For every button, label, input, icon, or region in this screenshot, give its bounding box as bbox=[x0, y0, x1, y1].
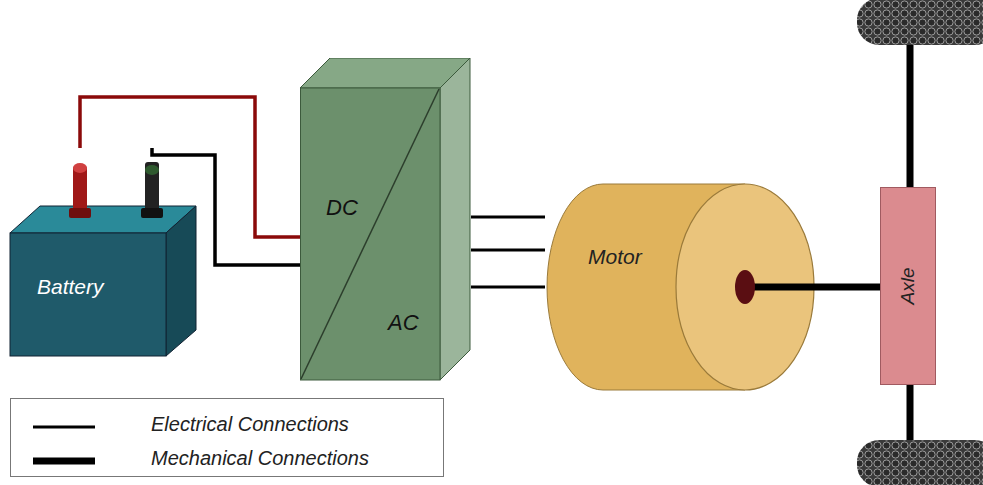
electrical-sample bbox=[33, 426, 95, 429]
motor: Motor bbox=[545, 183, 816, 391]
mechanical-connection bbox=[816, 284, 880, 291]
mechanical-sample bbox=[33, 458, 95, 465]
node-label: DC bbox=[326, 195, 358, 221]
electrical-connection bbox=[471, 286, 545, 289]
wheel bbox=[857, 440, 983, 485]
node-label: Battery bbox=[37, 274, 104, 299]
node-label: AC bbox=[388, 310, 419, 336]
inverter: DC AC bbox=[300, 58, 471, 381]
motor-shape bbox=[545, 183, 816, 391]
node-label: Axle bbox=[897, 268, 920, 305]
battery-shape bbox=[8, 148, 200, 357]
legend-text: Mechanical Connections bbox=[151, 447, 369, 470]
electrical-connection bbox=[471, 249, 545, 252]
legend-text: Electrical Connections bbox=[151, 413, 349, 436]
legend: Electrical ConnectionsMechanical Connect… bbox=[10, 398, 444, 477]
node-label: Motor bbox=[588, 244, 642, 269]
wheel bbox=[857, 0, 983, 45]
inverter-shape bbox=[300, 58, 471, 381]
axle: Axle bbox=[880, 187, 936, 385]
electrical-connection bbox=[471, 216, 545, 219]
battery: Battery bbox=[8, 148, 200, 357]
